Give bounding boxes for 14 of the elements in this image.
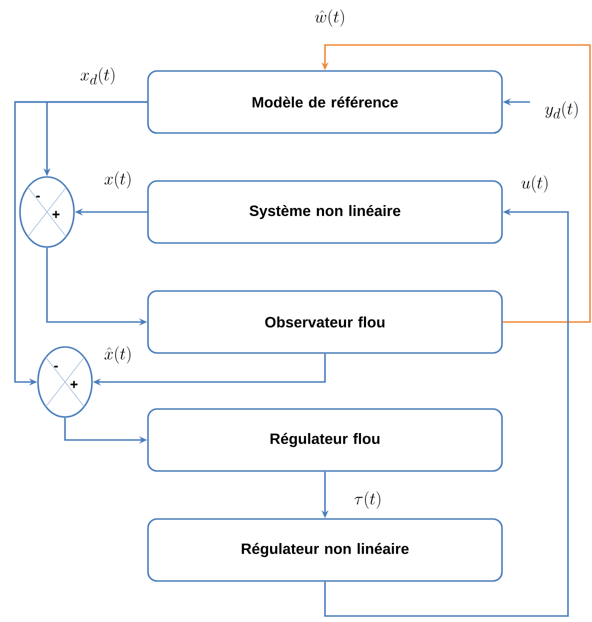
- edge-label: $x(t)$: [103, 170, 133, 190]
- summing-junction: - +: [19, 176, 75, 248]
- summing-junction: - +: [37, 346, 93, 418]
- edge-label: $\hat{x}(t)$: [103, 345, 133, 365]
- process-box: Observateur flou: [147, 290, 503, 354]
- edge-label: $\tau(t)$: [353, 490, 383, 510]
- process-box: Système non linéaire: [147, 180, 503, 244]
- process-box: Modèle de référence: [147, 70, 503, 134]
- process-box: Régulateur non linéaire: [147, 518, 503, 582]
- edge-label: $u(t)$: [520, 174, 550, 194]
- edge-label: $x_d(t)$: [79, 66, 117, 86]
- edge-label: $y_d(t)$: [544, 100, 580, 120]
- edge-label: $\hat{w}(t)$: [314, 8, 346, 28]
- process-box: Régulateur flou: [147, 408, 503, 472]
